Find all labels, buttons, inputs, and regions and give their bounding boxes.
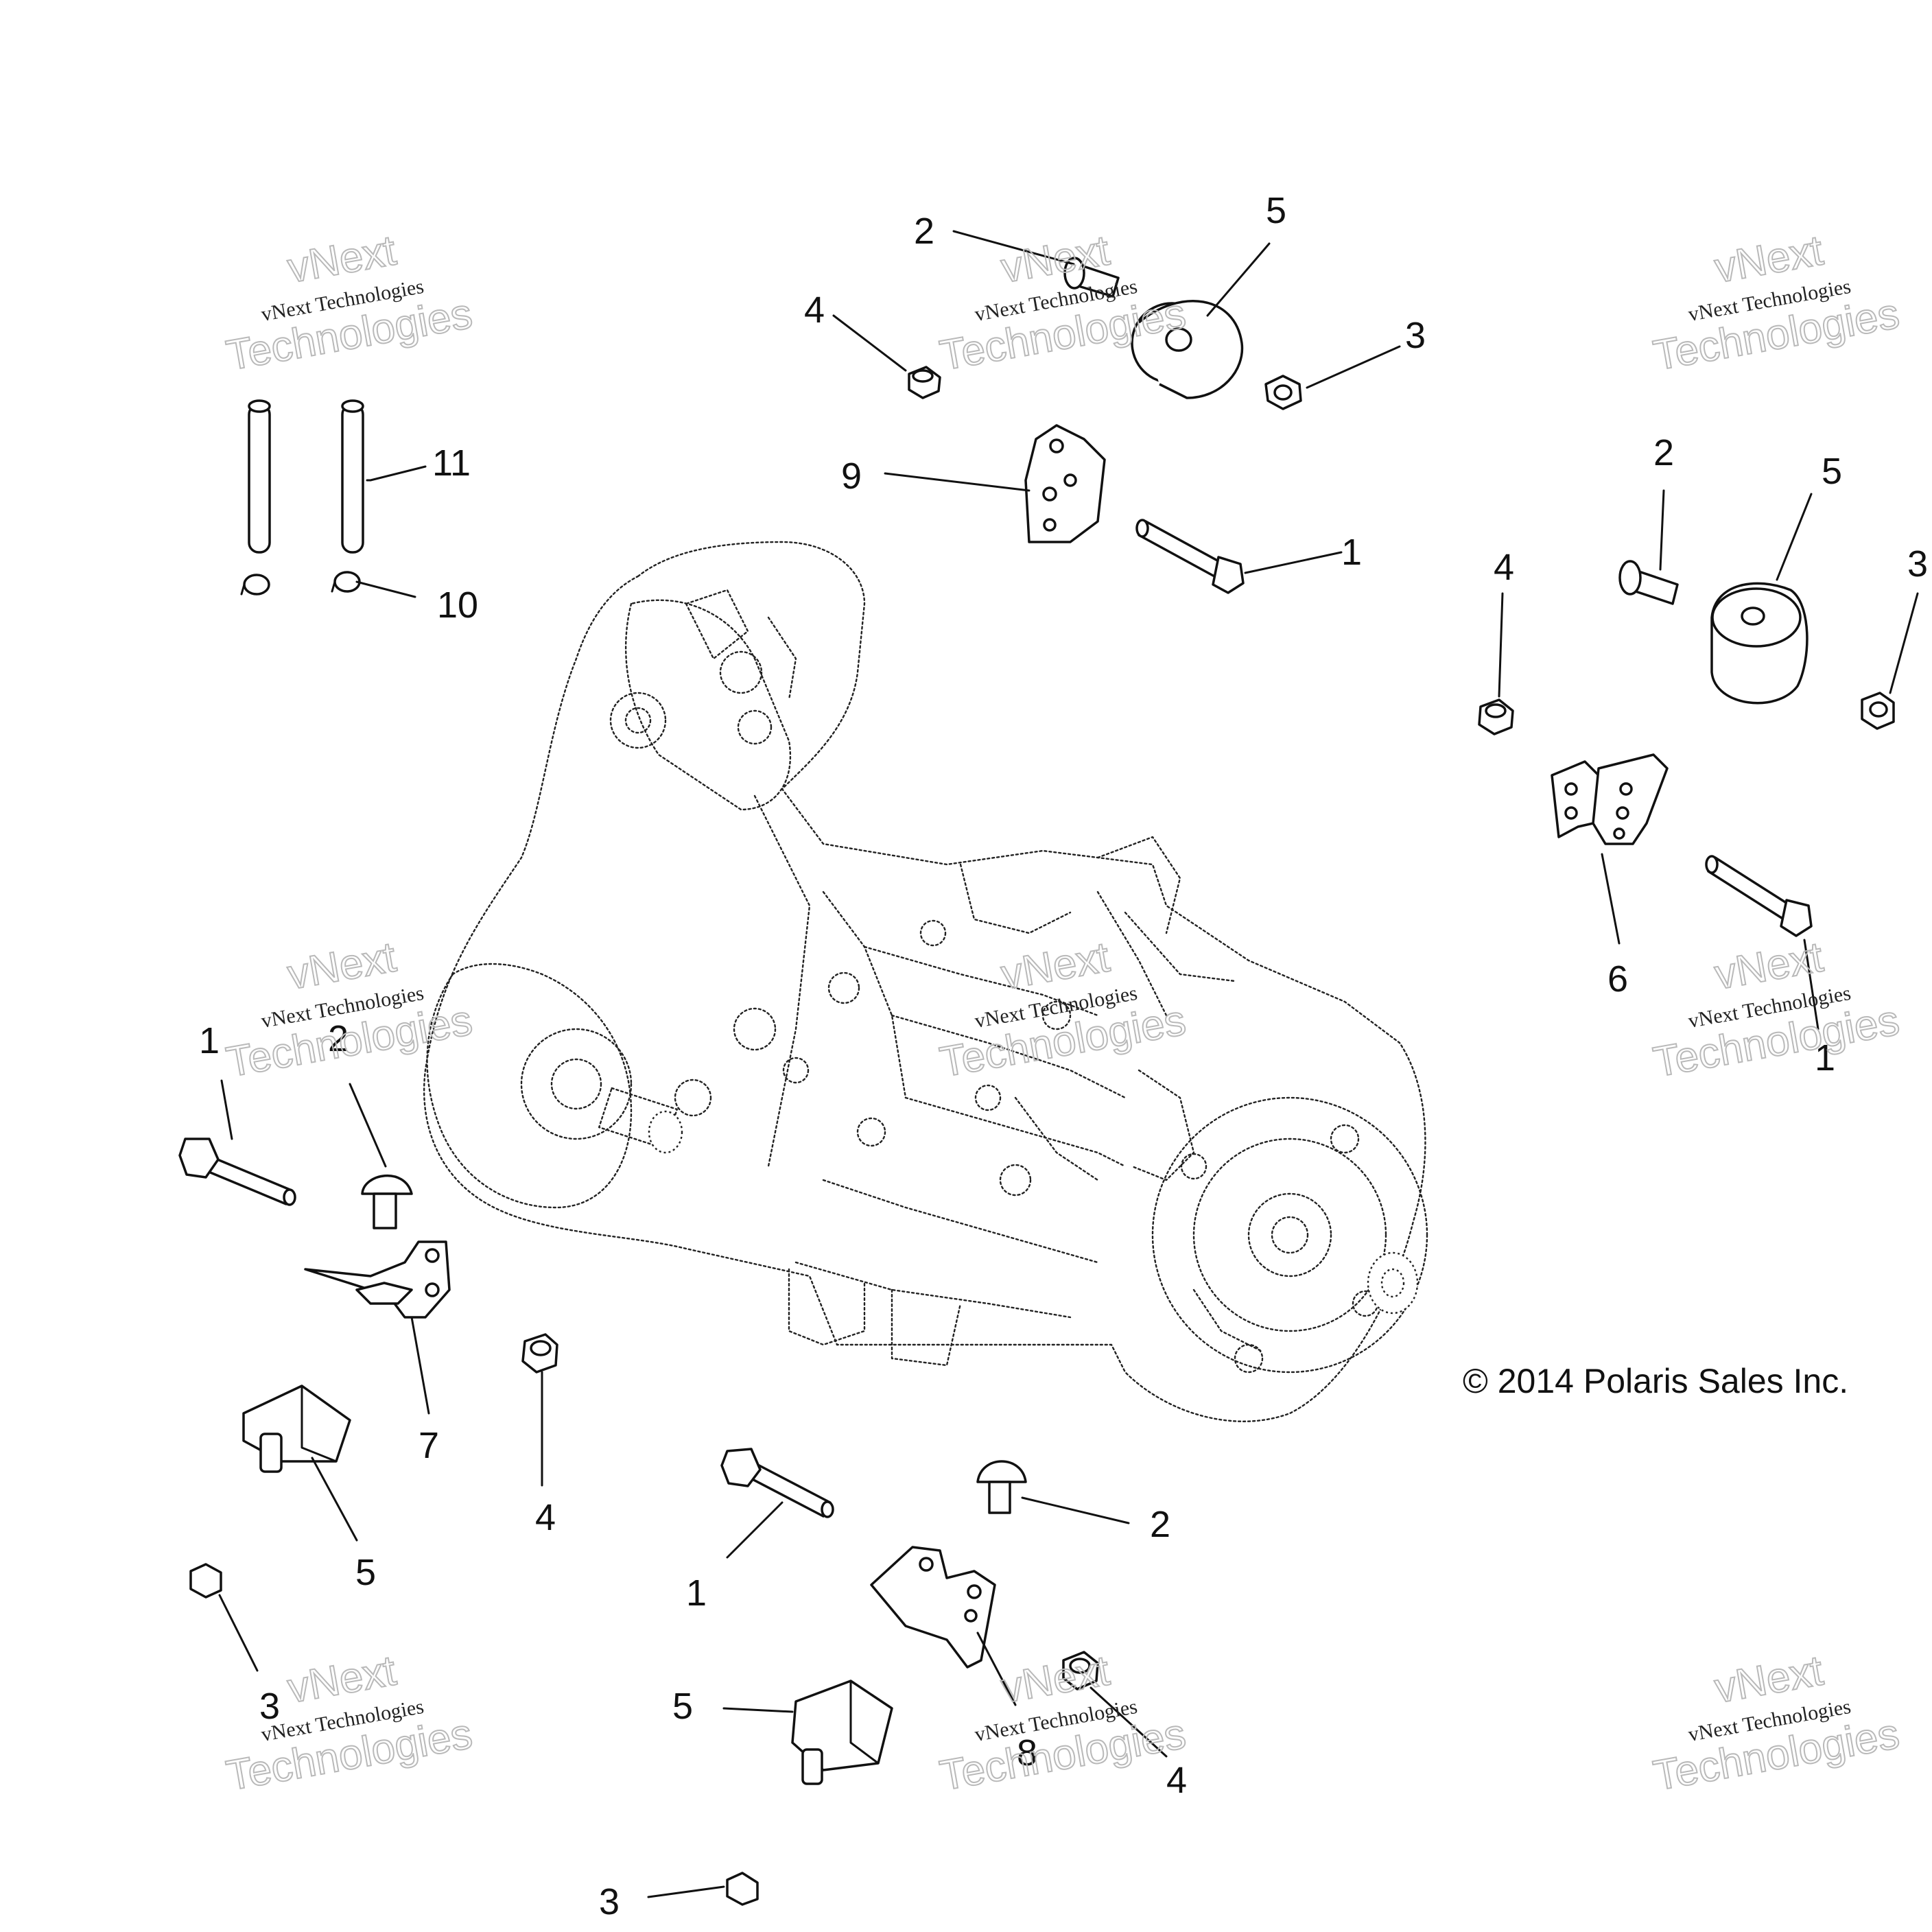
callout-5-bottom: 5 xyxy=(672,1686,693,1727)
callout-4-bottom: 4 xyxy=(1166,1760,1187,1801)
watermark: vNext vNext Technologies Technologies xyxy=(936,932,1190,1087)
callout-1-left: 1 xyxy=(199,1020,220,1061)
callout-2-bottom: 2 xyxy=(1150,1504,1170,1545)
callout-3-left: 3 xyxy=(259,1686,280,1727)
leader-lines xyxy=(218,230,1919,1898)
mount-group-left xyxy=(178,1138,558,1599)
callout-4-right: 4 xyxy=(1494,547,1514,588)
watermark: vNext vNext Technologies Technologies xyxy=(222,932,476,1087)
callout-3-bottom: 3 xyxy=(599,1881,620,1922)
callout-5-top: 5 xyxy=(1266,190,1286,231)
callout-7: 7 xyxy=(419,1425,439,1466)
callout-2-right: 2 xyxy=(1653,432,1674,473)
callout-4-top: 4 xyxy=(804,290,825,331)
callout-2-left: 2 xyxy=(328,1018,349,1059)
callout-10: 10 xyxy=(437,585,478,626)
mount-group-top-center xyxy=(908,257,1302,594)
callout-4-left: 4 xyxy=(535,1497,556,1538)
part-10-clips xyxy=(240,571,361,596)
watermark: vNext vNext Technologies Technologies xyxy=(1649,226,1903,380)
part-11-tubes xyxy=(248,399,364,554)
watermark: vNext vNext Technologies Technologies xyxy=(1649,932,1903,1087)
callout-8: 8 xyxy=(1017,1732,1037,1774)
callout-1-bottom: 1 xyxy=(686,1572,707,1614)
callout-1-top: 1 xyxy=(1341,532,1362,573)
callout-6: 6 xyxy=(1607,958,1628,1000)
callout-9: 9 xyxy=(841,456,862,497)
watermark: vNext vNext Technologies Technologies xyxy=(222,226,476,380)
callout-3-right: 3 xyxy=(1907,543,1928,585)
callout-2-top: 2 xyxy=(914,211,934,252)
mount-group-bottom xyxy=(720,1448,1099,1906)
callout-5-right: 5 xyxy=(1822,451,1842,492)
callout-labels: 2 5 4 3 11 9 1 10 2 5 4 3 6 1 1 2 7 4 5 … xyxy=(199,190,1928,1922)
watermark: vNext vNext Technologies Technologies xyxy=(1649,1646,1903,1800)
callout-3-top: 3 xyxy=(1405,315,1426,356)
callout-11: 11 xyxy=(432,443,471,484)
copyright-notice: © 2014 Polaris Sales Inc. xyxy=(1463,1362,1848,1400)
callout-5-left: 5 xyxy=(355,1552,376,1593)
engine-transmission-assembly xyxy=(423,541,1428,1422)
mount-group-right xyxy=(1478,560,1895,937)
callout-1-right: 1 xyxy=(1815,1037,1835,1079)
watermark: vNext vNext Technologies Technologies xyxy=(222,1646,476,1800)
